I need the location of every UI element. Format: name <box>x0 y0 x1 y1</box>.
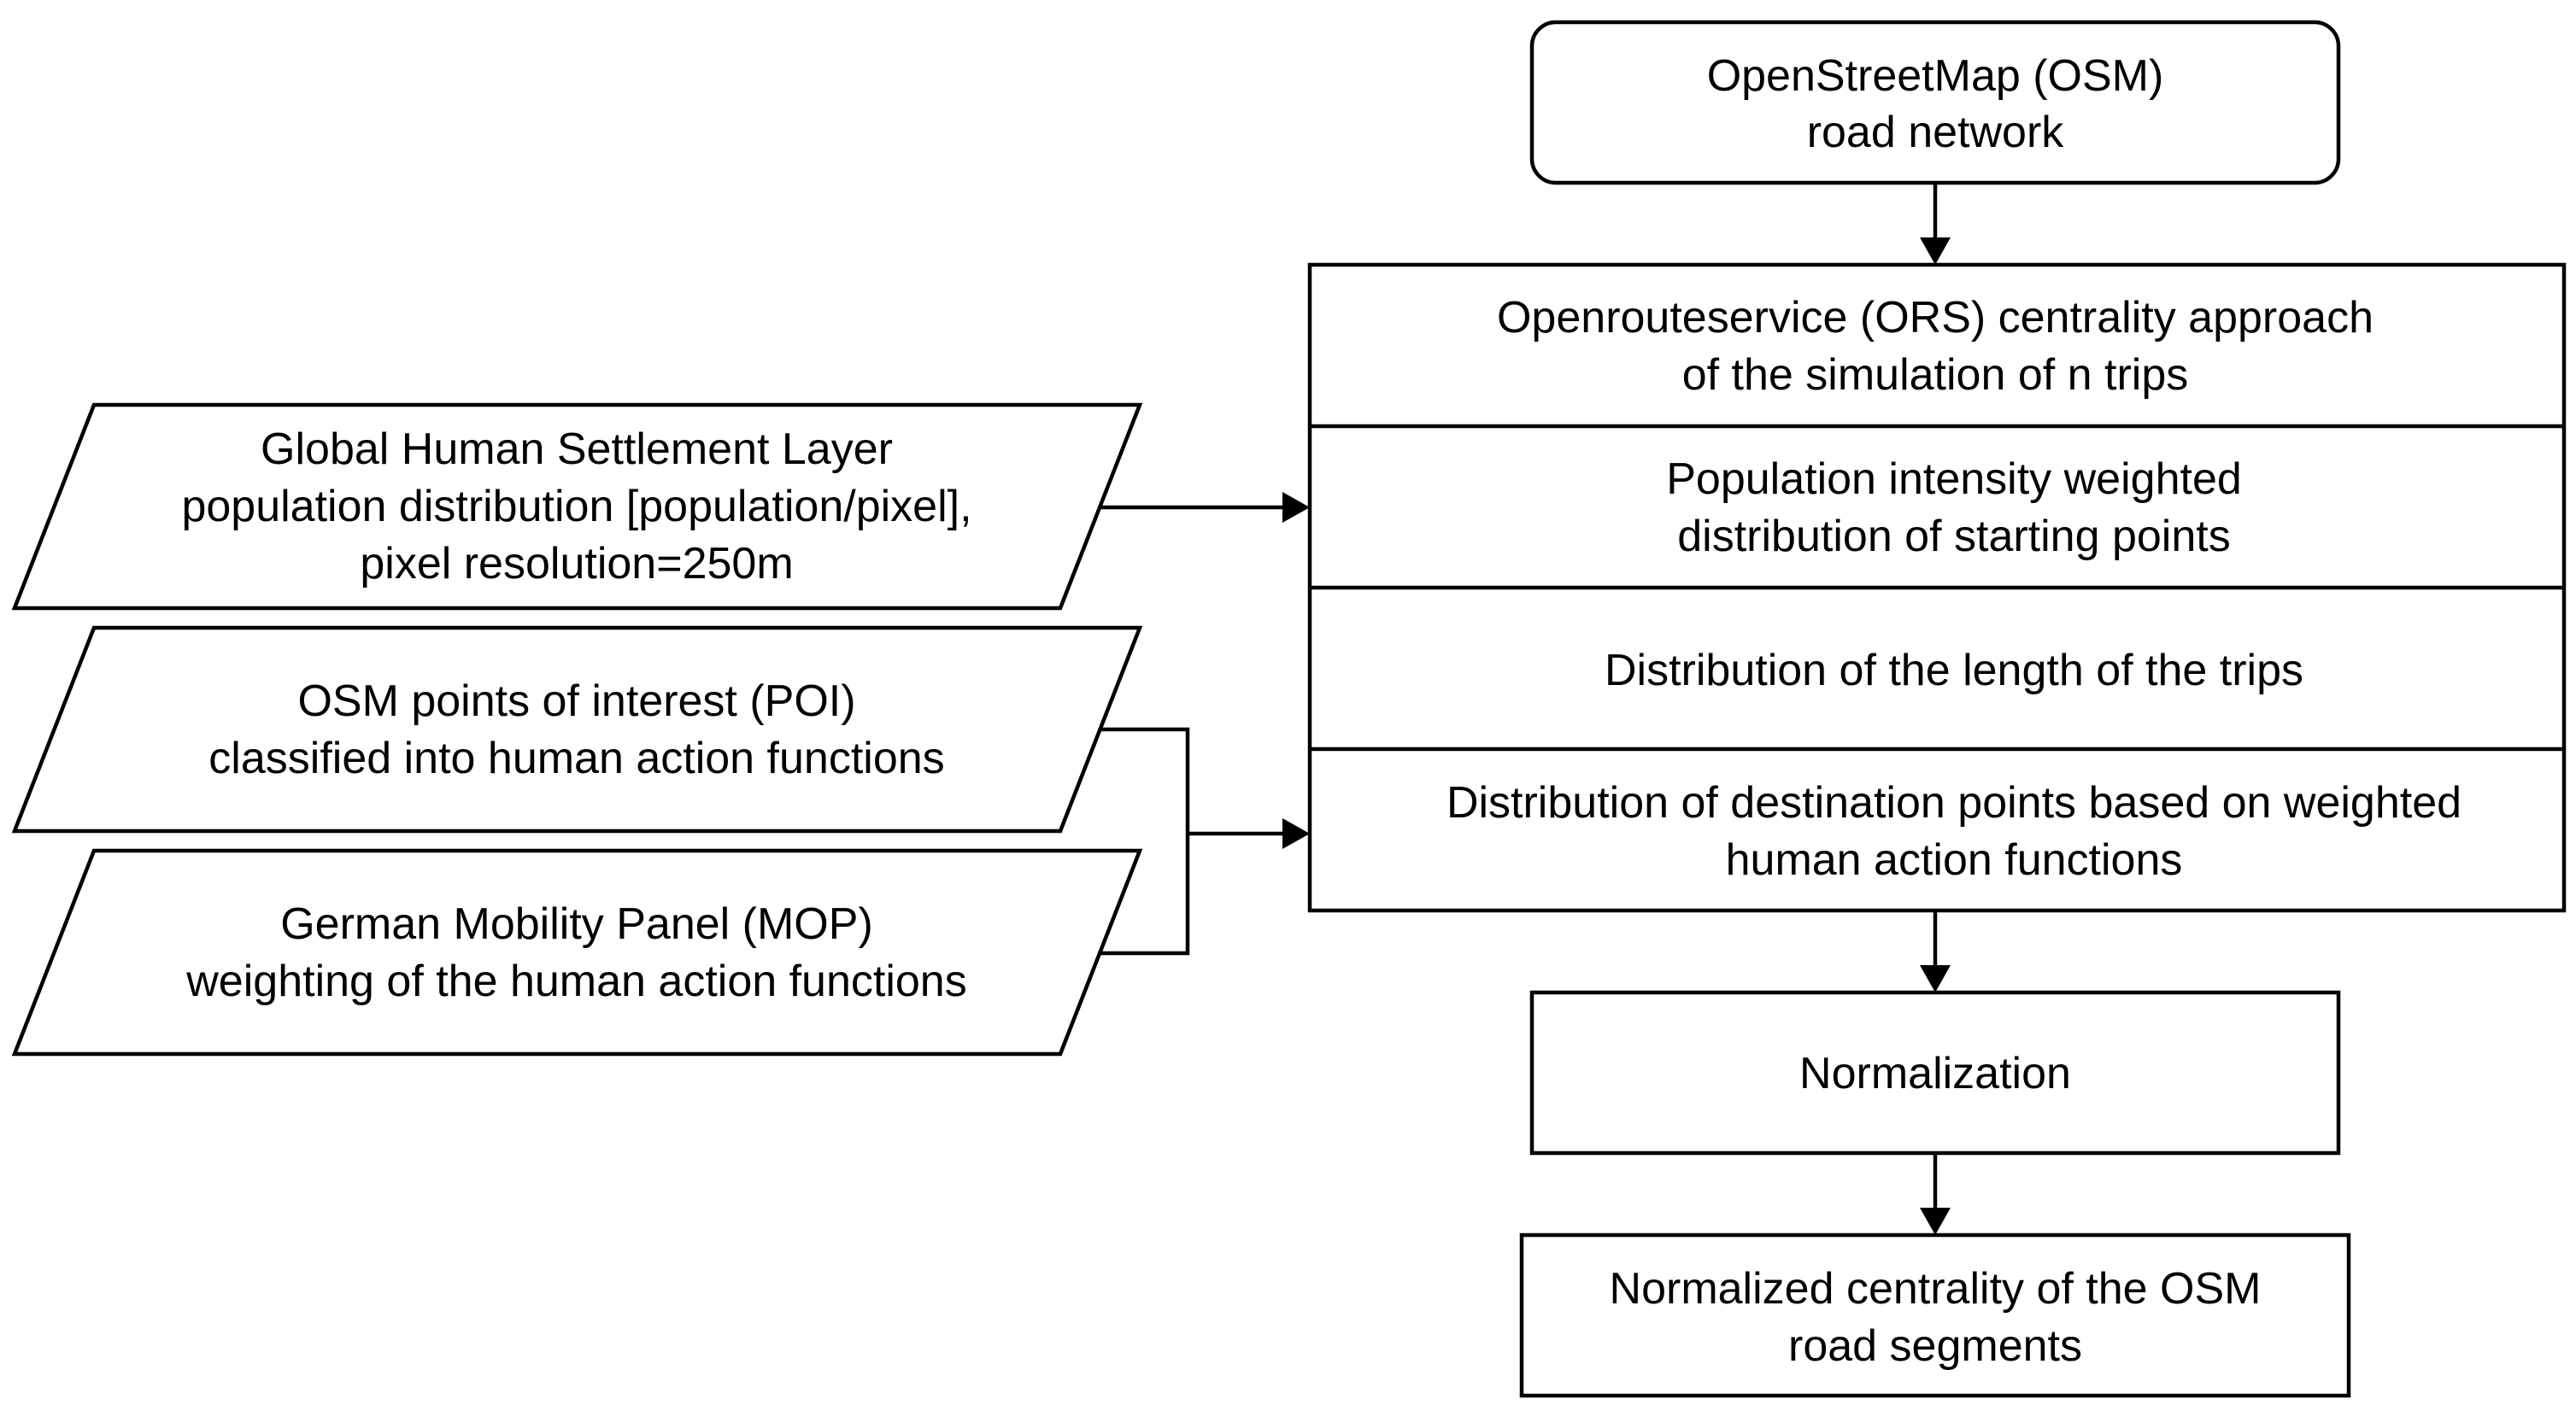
result-node: Normalized centrality of the OSM road se… <box>1519 1232 2351 1398</box>
result-line2: road segments <box>1788 1321 2082 1371</box>
ors-centrality-section: Openrouteservice (ORS) centrality approa… <box>1497 293 2374 400</box>
arrow-poi-mop-to-destination <box>1100 727 1310 956</box>
ghsl-line1: Global Human Settlement Layer <box>261 424 893 474</box>
osm-road-network-line2: road network <box>1807 108 2065 157</box>
mop-parallelogram <box>11 848 1143 1057</box>
population-distribution-section: Population intensity weighted distributi… <box>1666 454 2242 561</box>
result-box <box>1519 1232 2351 1398</box>
osm-road-network-node: OpenStreetMap (OSM) road network <box>1529 20 2341 185</box>
trip-length-section: Distribution of the length of the trips <box>1605 646 2303 695</box>
result-line1: Normalized centrality of the OSM <box>1610 1264 2262 1314</box>
ors-centrality-line1: Openrouteservice (ORS) centrality approa… <box>1497 293 2374 343</box>
mop-line2: weighting of the human action functions <box>185 957 966 1006</box>
ghsl-line3: pixel resolution=250m <box>360 539 793 588</box>
ghsl-line2: population distribution [population/pixe… <box>181 482 971 531</box>
normalization-label: Normalization <box>1799 1049 2071 1098</box>
poi-parallelogram <box>11 625 1143 834</box>
destination-distribution-section: Distribution of destination points based… <box>1446 778 2462 885</box>
population-line1: Population intensity weighted <box>1666 454 2242 504</box>
mop-line1: German Mobility Panel (MOP) <box>280 899 873 949</box>
arrow-ors-to-normalization <box>1920 910 1951 992</box>
osm-road-network-line1: OpenStreetMap (OSM) <box>1707 51 2164 101</box>
normalization-box <box>1529 990 2341 1156</box>
ghsl-input-node: Global Human Settlement Layer population… <box>11 402 1143 611</box>
ghsl-parallelogram <box>11 402 1143 611</box>
osm-road-network-box <box>1529 20 2341 185</box>
ors-centrality-line2: of the simulation of n trips <box>1682 350 2189 400</box>
destination-line2: human action functions <box>1726 835 2183 885</box>
poi-input-node: OSM points of interest (POI) classified … <box>11 625 1143 834</box>
destination-line1: Distribution of destination points based… <box>1446 778 2462 828</box>
poi-line1: OSM points of interest (POI) <box>297 676 855 726</box>
mop-input-node: German Mobility Panel (MOP) weighting of… <box>11 848 1143 1057</box>
poi-line2: classified into human action functions <box>208 734 944 783</box>
ors-process-block: Openrouteservice (ORS) centrality approa… <box>1307 262 2567 913</box>
arrow-osm-to-ors <box>1920 183 1951 265</box>
arrow-ghsl-to-population <box>1100 492 1310 523</box>
trip-length-line1: Distribution of the length of the trips <box>1605 646 2303 695</box>
arrow-normalization-to-result <box>1920 1153 1951 1235</box>
population-line2: distribution of starting points <box>1677 512 2230 561</box>
normalization-node: Normalization <box>1529 990 2341 1156</box>
